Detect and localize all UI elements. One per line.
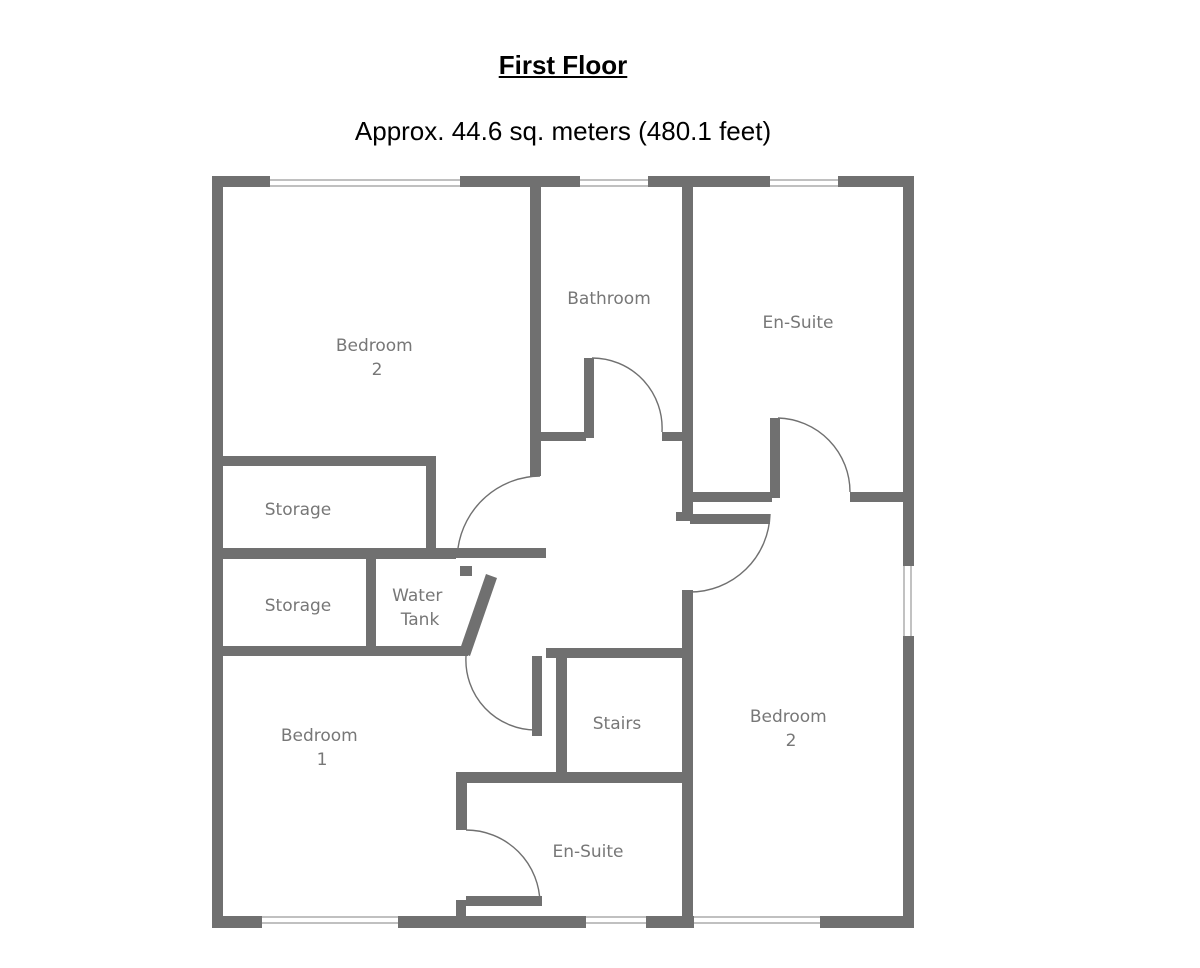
door-swings [457,357,851,905]
page-title: First Floor [498,50,628,80]
room-label-bedroom-2-top: Bedroom 2 [336,336,418,380]
room-label-bathroom: Bathroom [567,289,651,309]
windows [262,179,912,924]
room-label-en-suite-bottom: En-Suite [552,842,623,862]
room-label-water-tank: Water Tank [392,586,448,630]
room-label-bedroom-1: Bedroom 1 [281,726,363,770]
room-labels: Bedroom 2 Bathroom En-Suite Storage Stor… [265,289,834,862]
room-label-bedroom-2-right: Bedroom 2 [750,707,832,751]
room-label-storage-upper: Storage [265,500,332,520]
room-label-storage-lower: Storage [265,596,332,616]
floor-area: Approx. 44.6 sq. meters (480.1 feet) [354,116,772,146]
room-label-stairs: Stairs [593,714,642,734]
interior-walls [212,176,913,928]
room-label-en-suite-top: En-Suite [762,313,833,333]
